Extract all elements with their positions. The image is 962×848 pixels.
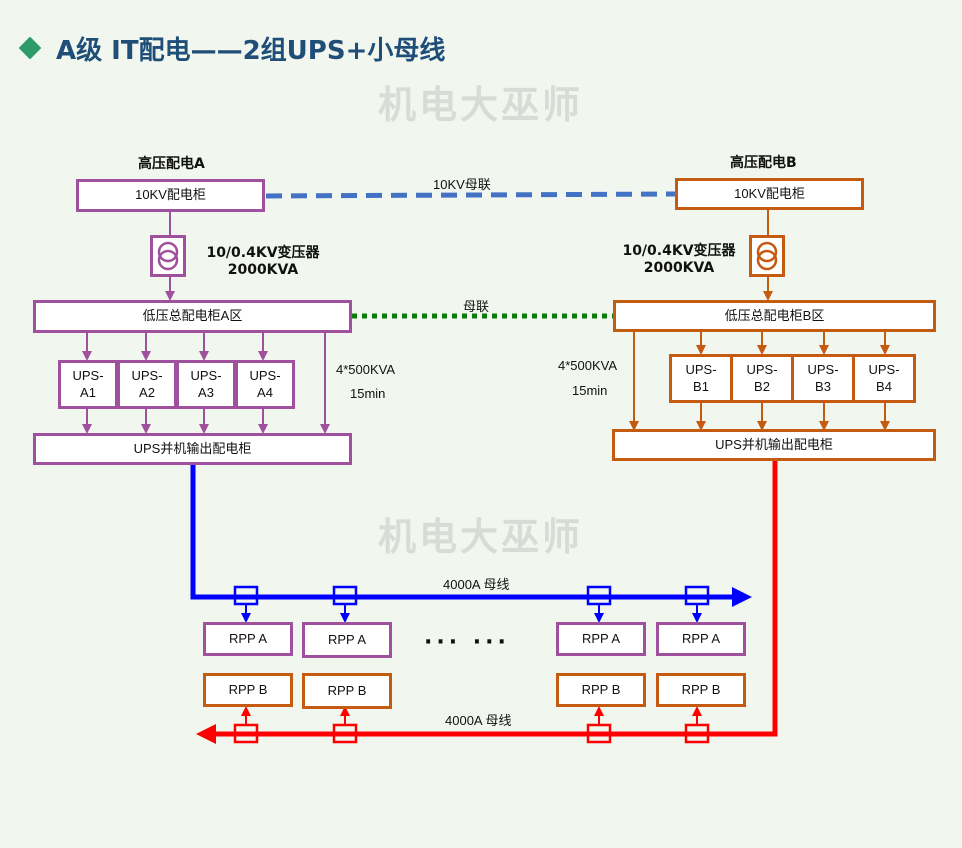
ups-label-line1: UPS- <box>190 368 222 384</box>
rpp-ellipsis: ··· ··· <box>424 630 510 655</box>
rpp-a-3: RPP A <box>556 622 646 656</box>
side-a-ups-capacity: 4*500KVA <box>336 362 396 377</box>
side-b-transformer <box>749 235 785 277</box>
side-b-ups-b1: UPS-B1 <box>669 354 733 403</box>
side-a-ups-a1: UPS-A1 <box>58 360 118 409</box>
lv-tie-label: 母联 <box>463 299 490 314</box>
side-a-ups-a4: UPS-A4 <box>235 360 295 409</box>
ups-label-line2: B2 <box>754 378 770 394</box>
side-a-ups-a3: UPS-A3 <box>176 360 236 409</box>
side-b-ups-b4: UPS-B4 <box>852 354 916 403</box>
side-a-ups-output-cabinet: UPS并机输出配电柜 <box>33 433 352 465</box>
ups-label-line1: UPS- <box>72 368 104 384</box>
title-row: A级 IT配电——2组UPS+小母线 <box>18 30 445 66</box>
ups-label-line1: UPS- <box>746 362 778 378</box>
transformer-icon <box>157 241 179 271</box>
bus-a-label: 4000A 母线 <box>443 577 510 592</box>
rpp-a-2: RPP A <box>302 622 392 658</box>
ups-label-line2: B3 <box>815 378 831 394</box>
ups-label-line1: UPS- <box>249 368 281 384</box>
transformer-icon <box>756 241 778 271</box>
side-b-ups-backup: 15min <box>572 383 608 398</box>
ups-label-line2: B1 <box>693 378 709 394</box>
rpp-b-4: RPP B <box>656 673 746 707</box>
ups-label-line1: UPS- <box>685 362 717 378</box>
side-a-transformer-capacity: 2000KVA <box>227 262 299 278</box>
rpp-a-1: RPP A <box>203 622 293 656</box>
side-a-transformer-label: 10/0.4KV变压器 2000KVA <box>196 242 330 278</box>
bus-b-label: 4000A 母线 <box>445 713 512 728</box>
ups-label-line2: A2 <box>139 384 155 400</box>
watermark-middle: 机电大巫师 <box>378 515 584 559</box>
bus-b-line <box>212 461 778 737</box>
rpp-a-4: RPP A <box>656 622 746 656</box>
ups-label-line1: UPS- <box>131 368 163 384</box>
side-b-transformer-capacity: 2000KVA <box>643 260 715 276</box>
rpp-b-3: RPP B <box>556 673 646 707</box>
side-a-transformer-rating: 10/0.4KV变压器 <box>206 245 320 261</box>
side-b-transformer-rating: 10/0.4KV变压器 <box>622 243 736 259</box>
side-b-ups-output-cabinet: UPS并机输出配电柜 <box>612 429 936 461</box>
side-b-ups-b2: UPS-B2 <box>730 354 794 403</box>
side-a-hv-cabinet: 10KV配电柜 <box>76 179 265 212</box>
side-b-ups-capacity: 4*500KVA <box>558 358 618 373</box>
ups-label-line1: UPS- <box>807 362 839 378</box>
side-b-header: 高压配电B <box>730 155 797 171</box>
ups-label-line2: B4 <box>876 378 892 394</box>
ups-label-line2: A1 <box>80 384 96 400</box>
watermark-top: 机电大巫师 <box>378 83 584 127</box>
ups-label-line2: A4 <box>257 384 273 400</box>
side-b-hv-cabinet: 10KV配电柜 <box>675 178 864 210</box>
bus-b-arrowhead <box>196 724 216 744</box>
side-a-transformer <box>150 235 186 277</box>
side-a-ups-backup: 15min <box>350 386 386 401</box>
hv-tie-line <box>265 191 677 199</box>
side-b-transformer-label: 10/0.4KV变压器 2000KVA <box>612 240 746 276</box>
side-a-lv-cabinet: 低压总配电柜A区 <box>33 300 352 333</box>
bus-a-arrowhead <box>732 587 752 607</box>
hv-tie-label: 10KV母联 <box>433 177 491 192</box>
page-title: A级 IT配电——2组UPS+小母线 <box>56 35 446 66</box>
rpp-b-2: RPP B <box>302 673 392 709</box>
ups-label-line2: A3 <box>198 384 214 400</box>
bus-a-line <box>190 465 736 600</box>
rpp-b-1: RPP B <box>203 673 293 707</box>
side-b-ups-b3: UPS-B3 <box>791 354 855 403</box>
side-a-header: 高压配电A <box>138 156 205 172</box>
ups-label-line1: UPS- <box>868 362 900 378</box>
side-b-lv-cabinet: 低压总配电柜B区 <box>613 300 936 332</box>
side-a-ups-a2: UPS-A2 <box>117 360 177 409</box>
